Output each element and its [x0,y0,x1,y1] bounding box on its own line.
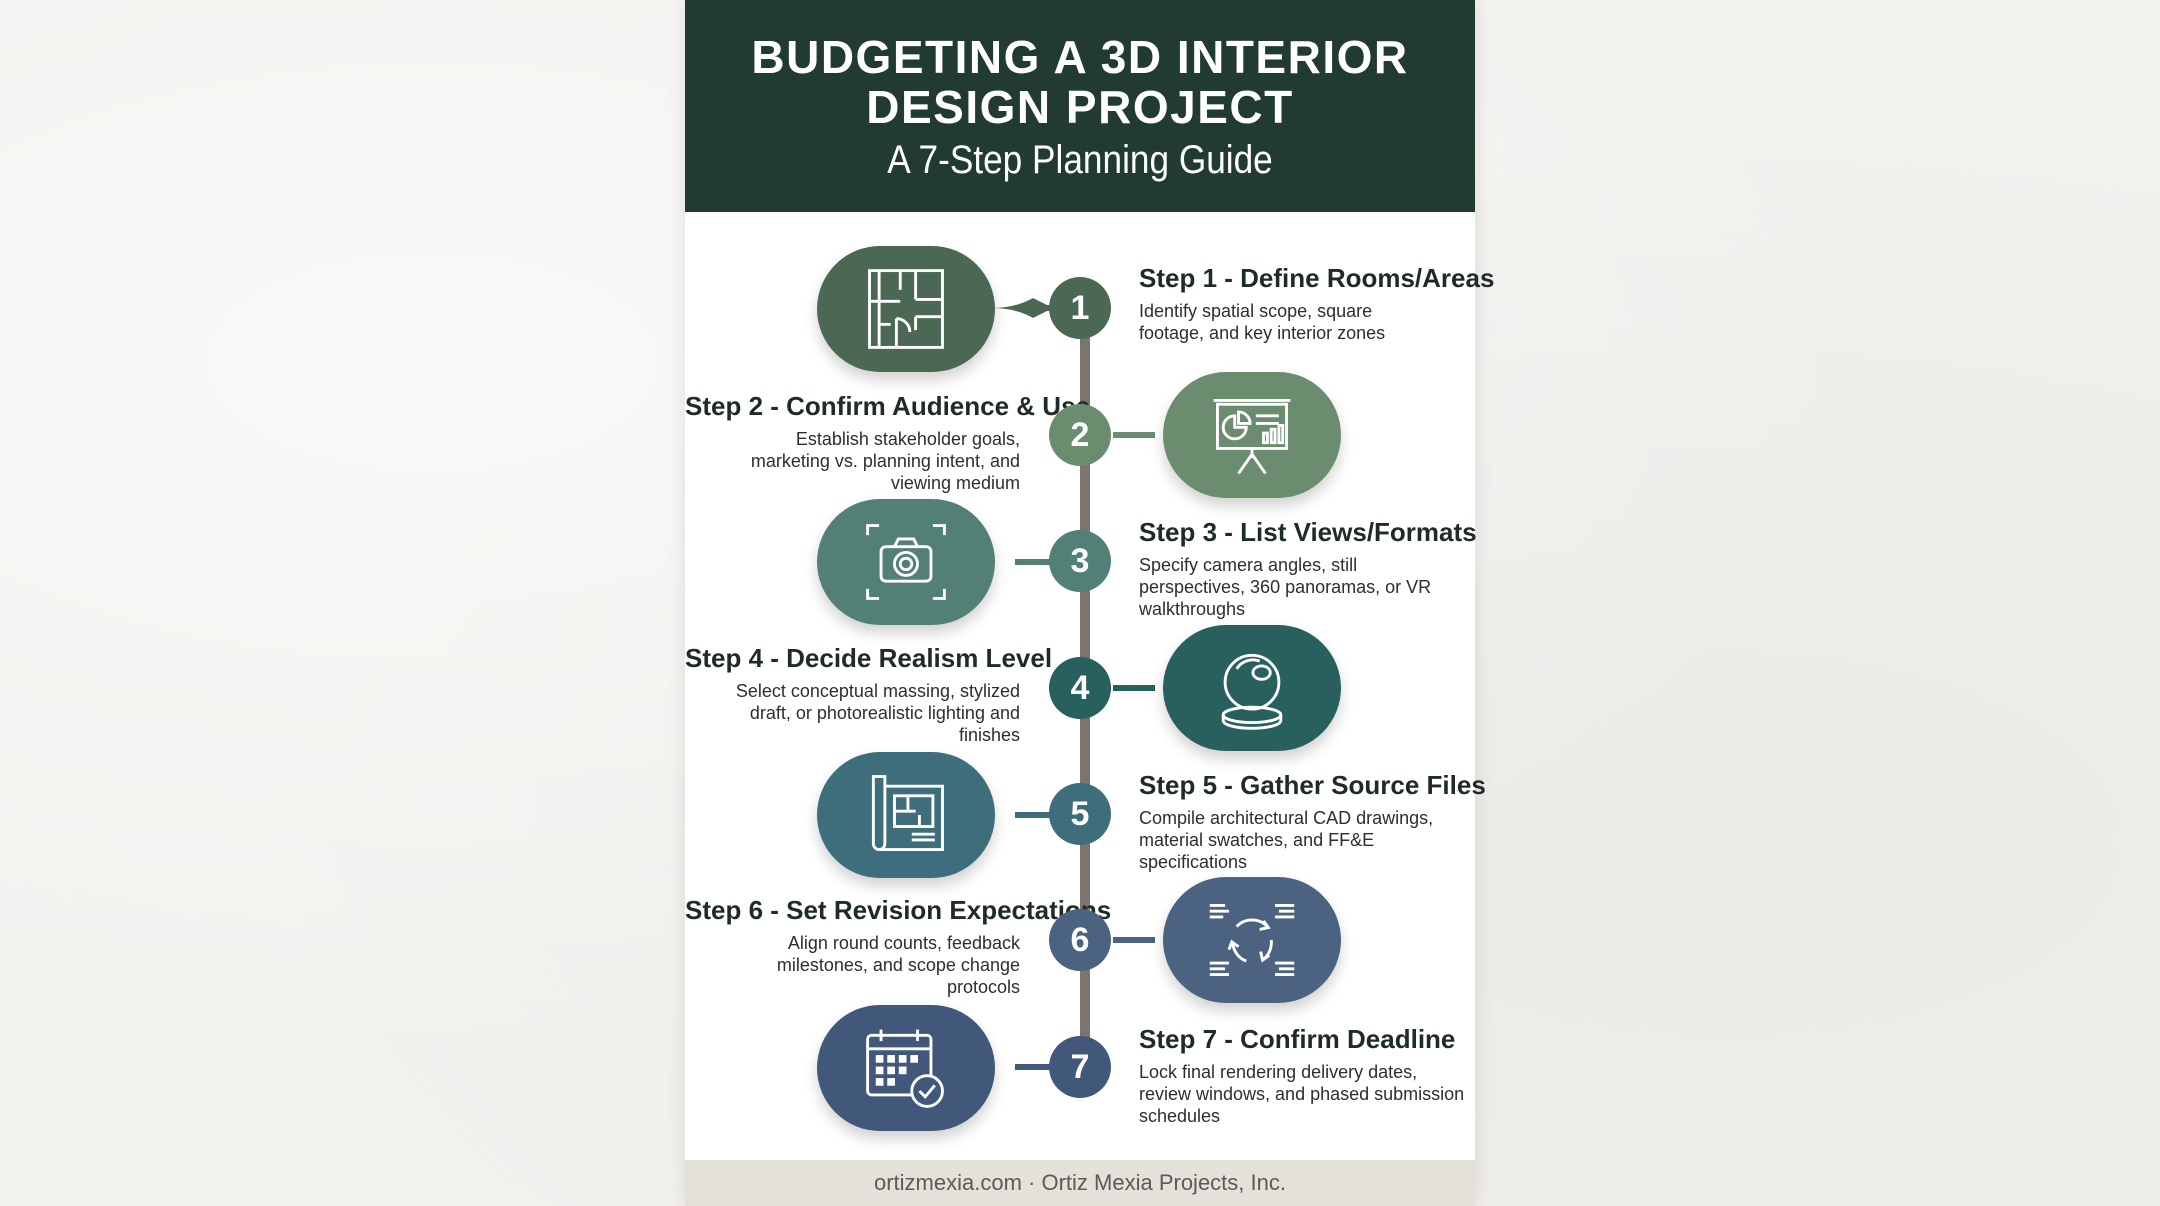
step-7-title: Step 7 - Confirm Deadline [1139,1024,1456,1054]
step-2-icon-blob [1163,372,1341,498]
step-1-description: Identify spatial scope, square footage, … [1139,301,1386,343]
step-1-title: Step 1 - Define Rooms/Areas [1139,263,1495,293]
step-4-icon-blob [1163,625,1341,751]
step-4-number: 4 [1049,657,1111,719]
step-1-text: Step 1 - Define Rooms/Areas Identify spa… [1139,262,1495,344]
step-5-title: Step 5 - Gather Source Files [1139,770,1486,800]
step-6-title: Step 6 - Set Revision Expectations [685,895,1112,925]
step-6-text: Step 6 - Set Revision Expectations Align… [685,894,1112,998]
blueprint-icon [871,775,944,851]
calendar-check-icon [866,1029,944,1108]
step-2-title: Step 2 - Confirm Audience & Use [685,391,1090,421]
step-7-description: Lock final rendering delivery dates, rev… [1139,1062,1465,1126]
step-6-description: Align round counts, feedback milestones,… [776,933,1020,997]
step-5-description: Compile architectural CAD drawings, mate… [1139,808,1434,872]
step-5-text: Step 5 - Gather Source Files Compile arc… [1139,769,1486,873]
step-3-description: Specify camera angles, still perspective… [1139,555,1432,619]
step-3-icon-blob [817,499,995,625]
sphere-render-icon [1221,653,1283,730]
floor-plan-icon [868,269,944,349]
step-3-text: Step 3 - List Views/Formats Specify came… [1139,516,1477,620]
revision-cycle-icon [1209,904,1295,976]
step-3-title: Step 3 - List Views/Formats [1139,517,1477,547]
step-5-number: 5 [1049,783,1111,845]
step-1-number: 1 [1049,277,1111,339]
poster-title: BUDGETING A 3D INTERIOR DESIGN PROJECT [751,31,1409,133]
step-7-number: 7 [1049,1036,1111,1098]
poster-subtitle: A 7-Step Planning Guide [887,138,1273,182]
header-banner: BUDGETING A 3D INTERIOR DESIGN PROJECT A… [685,0,1475,212]
camera-icon [866,524,946,600]
presentation-board-icon [1213,399,1291,475]
step-4-description: Select conceptual massing, stylized draf… [735,681,1020,745]
step-2-description: Establish stakeholder goals, marketing v… [750,429,1020,493]
footer-credit: ortizmexia.com · Ortiz Mexia Projects, I… [685,1160,1475,1206]
step-6-icon-blob [1163,877,1341,1003]
step-7-text: Step 7 - Confirm Deadline Lock final ren… [1139,1023,1469,1127]
step-2-number: 2 [1049,404,1111,466]
step-5-icon-blob [817,752,995,878]
step-4-title: Step 4 - Decide Realism Level [685,643,1053,673]
infographic-poster: BUDGETING A 3D INTERIOR DESIGN PROJECT A… [685,0,1495,1206]
step-2-text: Step 2 - Confirm Audience & Use Establis… [685,390,1090,494]
step-7-icon-blob [817,1005,995,1131]
step-3-number: 3 [1049,530,1111,592]
step-4-text: Step 4 - Decide Realism Level Select con… [685,642,1053,746]
step-1-icon-blob [817,246,995,372]
step-6-number: 6 [1049,909,1111,971]
